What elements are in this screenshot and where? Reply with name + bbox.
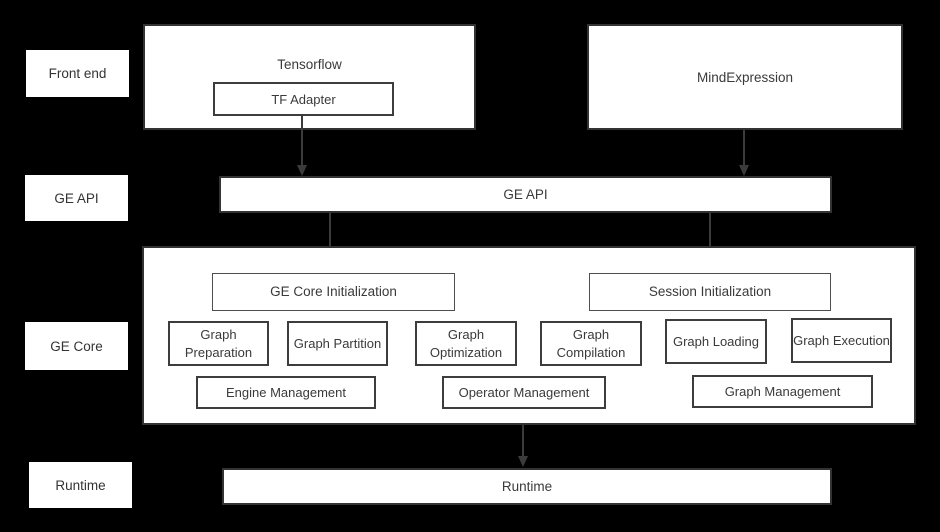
arrow-mindexpression-to-ge-api: [739, 130, 749, 176]
layer-label-ge-api: GE API: [25, 175, 128, 221]
operator-management-box: Operator Management: [442, 376, 606, 409]
ge-core-initialization-box: GE Core Initialization: [212, 273, 455, 311]
session-initialization-box: Session Initialization: [589, 273, 831, 311]
layer-label-front-end: Front end: [26, 50, 129, 97]
mindexpression-box: MindExpression: [587, 24, 903, 130]
tensorflow-box: Tensorflow TF Adapter: [143, 24, 476, 130]
ge-api-bar: GE API: [219, 176, 832, 213]
graph-execution-box: Graph Execution: [791, 318, 892, 363]
graph-management-box: Graph Management: [692, 375, 873, 408]
arrow-ge-core-to-runtime: [518, 425, 528, 467]
arrow-tf-adapter-to-ge-api: [297, 114, 307, 176]
layer-label-runtime: Runtime: [29, 462, 132, 508]
tf-adapter-box: TF Adapter: [213, 82, 394, 116]
ge-core-container: GE Core Initialization Session Initializ…: [142, 246, 916, 425]
graph-loading-box: Graph Loading: [665, 319, 767, 364]
layer-label-ge-core: GE Core: [25, 322, 128, 370]
engine-management-box: Engine Management: [196, 376, 376, 409]
graph-preparation-box: Graph Preparation: [168, 321, 269, 366]
graph-partition-box: Graph Partition: [287, 321, 388, 366]
graph-compilation-box: Graph Compilation: [540, 321, 642, 366]
tensorflow-title: Tensorflow: [277, 57, 342, 72]
graph-optimization-box: Graph Optimization: [415, 321, 517, 366]
runtime-bar: Runtime: [222, 468, 832, 505]
